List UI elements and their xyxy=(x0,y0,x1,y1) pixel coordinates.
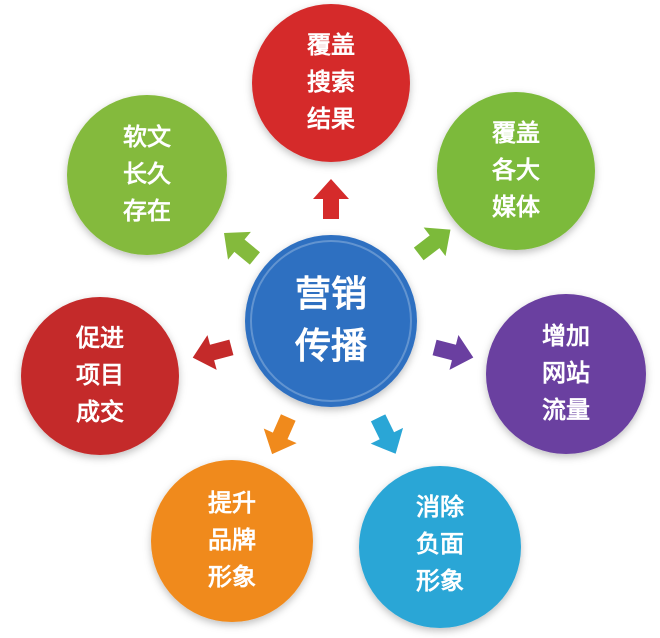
node-article-line-3: 存在 xyxy=(123,197,171,225)
node-brand: 提升 品牌 形象 xyxy=(151,460,313,622)
arrow-brand xyxy=(263,414,297,455)
node-traffic: 增加 网站 流量 xyxy=(486,294,646,454)
node-deal-line-3: 成交 xyxy=(76,398,124,426)
center-circle xyxy=(245,235,417,407)
node-search-circle xyxy=(252,4,410,162)
node-negative: 消除 负面 形象 xyxy=(359,466,521,628)
arrow-media xyxy=(413,227,451,261)
node-media-line-3: 媒体 xyxy=(492,193,541,221)
node-media: 覆盖 各大 媒体 xyxy=(437,92,595,250)
arrow-search xyxy=(313,179,349,219)
node-traffic-line-1: 增加 xyxy=(542,322,590,350)
center-line-1: 营销 xyxy=(295,274,367,315)
node-negative-line-2: 负面 xyxy=(416,530,464,558)
node-media-circle xyxy=(437,92,595,250)
node-deal-line-1: 促进 xyxy=(75,324,124,352)
node-article-line-2: 长久 xyxy=(123,160,171,188)
arrow-traffic xyxy=(432,335,474,370)
node-deal-line-2: 项目 xyxy=(76,361,124,389)
node-brand-line-2: 品牌 xyxy=(208,526,256,554)
node-traffic-circle xyxy=(486,294,646,454)
node-media-line-1: 覆盖 xyxy=(492,119,540,147)
arrows-group xyxy=(192,179,474,455)
node-brand-line-1: 提升 xyxy=(208,489,256,517)
node-negative-circle xyxy=(359,466,521,628)
node-brand-circle xyxy=(151,460,313,622)
center-line-2: 传播 xyxy=(294,326,368,367)
arrow-deal xyxy=(192,335,234,370)
node-deal: 促进 项目 成交 xyxy=(21,297,179,455)
node-negative-line-3: 形象 xyxy=(416,567,464,595)
center-circle-highlight xyxy=(250,240,412,402)
node-media-line-2: 各大 xyxy=(491,156,540,184)
node-search: 覆盖 搜索 结果 xyxy=(252,4,410,162)
arrow-article xyxy=(224,231,260,265)
node-traffic-line-2: 网站 xyxy=(542,359,590,387)
node-article: 软文 长久 存在 xyxy=(67,95,227,255)
node-deal-circle xyxy=(21,297,179,455)
node-traffic-line-3: 流量 xyxy=(542,396,590,424)
node-article-line-1: 软文 xyxy=(123,123,172,151)
node-search-line-3: 结果 xyxy=(307,105,355,133)
arrow-negative xyxy=(370,414,404,454)
node-search-line-2: 搜索 xyxy=(307,68,355,96)
center-node: 营销 传播 xyxy=(245,235,417,407)
node-search-line-1: 覆盖 xyxy=(307,31,355,59)
node-article-circle xyxy=(67,95,227,255)
node-negative-line-1: 消除 xyxy=(416,493,465,521)
node-brand-line-3: 形象 xyxy=(208,563,256,591)
